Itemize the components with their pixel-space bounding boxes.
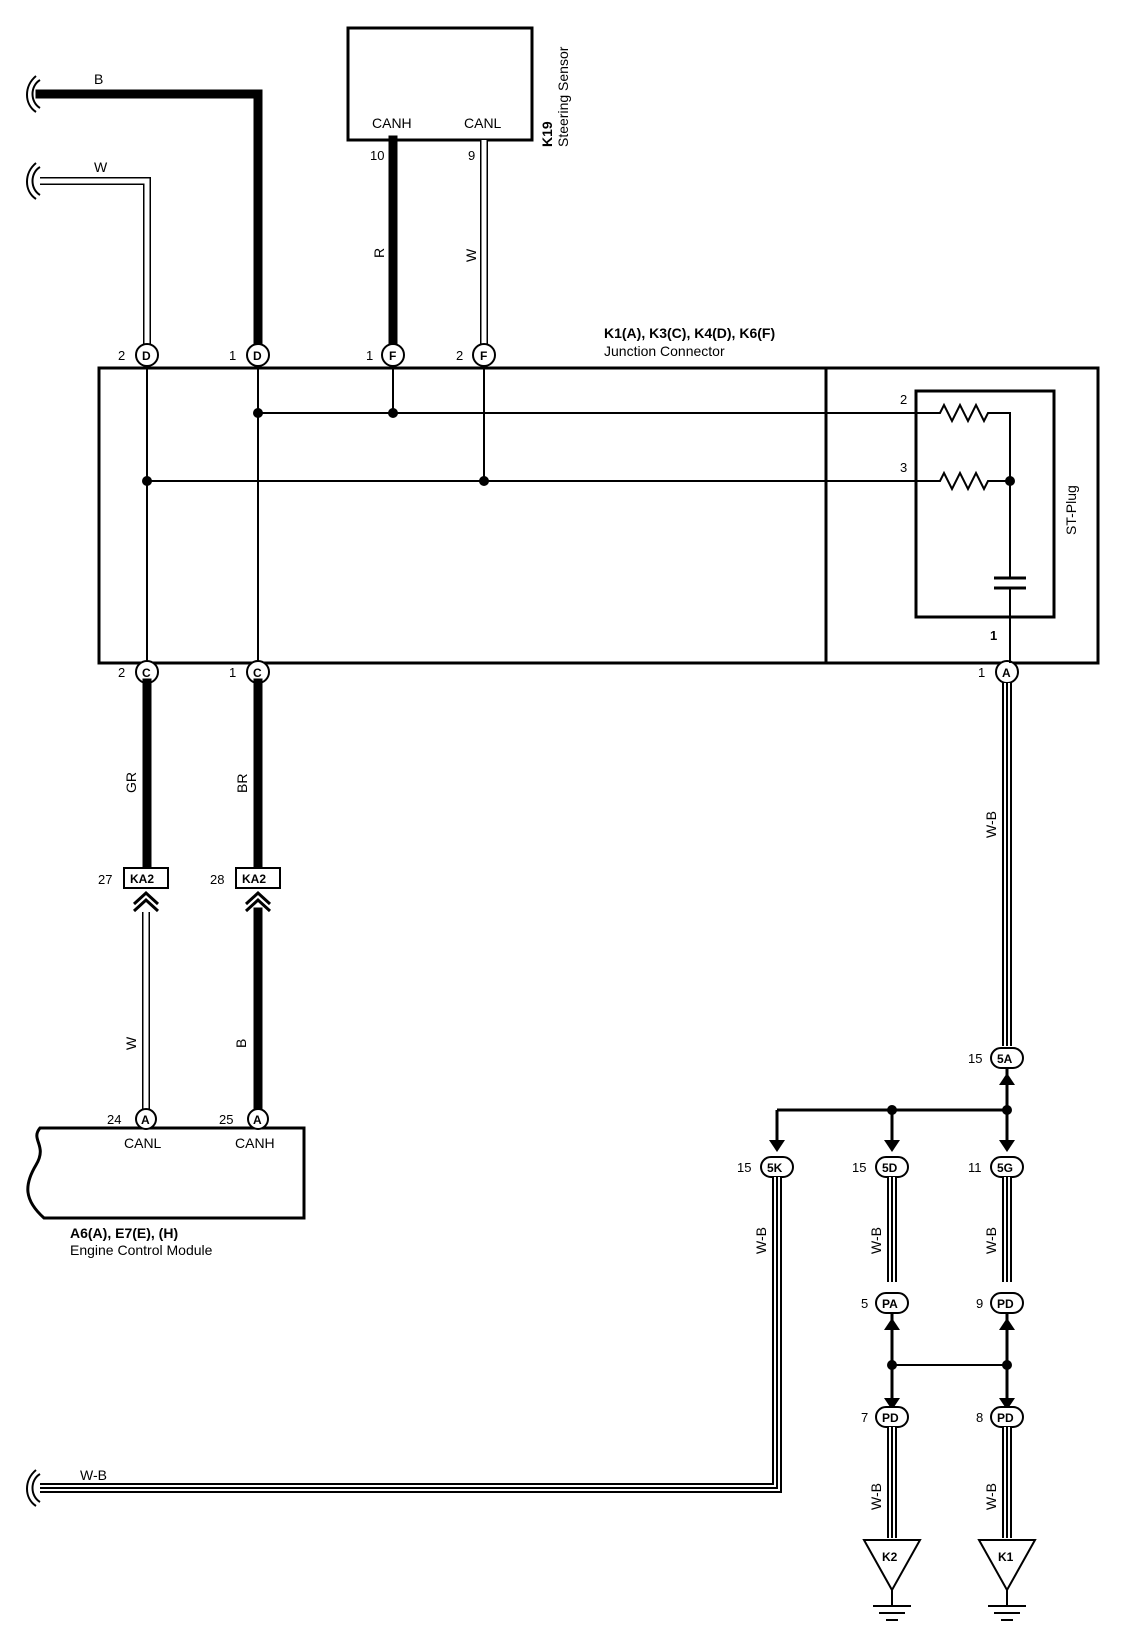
cpd8-name: PD (997, 1411, 1014, 1425)
wire-color-wb-pd8: W-B (983, 1483, 999, 1510)
connector-pd-7: 7 PD (861, 1406, 909, 1428)
connector-5a: 15 5A (968, 1047, 1024, 1069)
ground-k2: K2 (862, 1539, 922, 1621)
wire-color-w-top: W (94, 159, 108, 175)
ecm-pin-canh-number: 25 (219, 1112, 233, 1127)
connector-5g: 11 5G (968, 1156, 1024, 1178)
junction-top-pin-2-letter: D (253, 349, 262, 363)
cpa-pin-number: 5 (861, 1296, 868, 1311)
wire-color-r: R (371, 248, 387, 258)
connector-ka2-left: 27 KA2 (98, 867, 169, 913)
wire-wb-5k (26, 1177, 782, 1507)
ka2-right-pin-number: 28 (210, 872, 224, 887)
connector-5d: 15 5D (852, 1156, 909, 1178)
connector-ka2-right: 28 KA2 (210, 867, 281, 913)
steering-sensor-name: Steering Sensor (555, 46, 571, 147)
ka2-left-name: KA2 (130, 872, 154, 886)
wire-color-b-top: B (94, 71, 103, 87)
c5g-pin-number: 11 (968, 1160, 982, 1175)
junction-name: Junction Connector (604, 343, 725, 359)
junction-bottom-pin-2-letter: C (253, 666, 262, 680)
c5k-pin-number: 15 (737, 1160, 751, 1175)
st-plug: ST-Plug 2 3 1 (900, 389, 1079, 663)
connector-pd-8: 8 PD (976, 1406, 1024, 1428)
wire-color-b-ecm: B (233, 1039, 249, 1048)
cpd9-name: PD (997, 1297, 1014, 1311)
c5d-pin-number: 15 (852, 1160, 866, 1175)
junction-bottom-pin-1-letter: C (142, 666, 151, 680)
wire-color-wb-pd7: W-B (868, 1483, 884, 1510)
junction-top-pin-3-letter: F (389, 349, 396, 363)
junction-top-pin-4-number: 2 (456, 348, 463, 363)
wire-color-wb-right: W-B (983, 811, 999, 838)
steering-pin-canh-number: 10 (370, 148, 384, 163)
c5a-name: 5A (997, 1052, 1013, 1066)
junction-bottom-pin-3-number: 1 (978, 665, 985, 680)
steering-canl-label: CANL (464, 115, 502, 131)
junction-top-pin-1-letter: D (142, 349, 151, 363)
steering-pin-canl-number: 9 (468, 148, 475, 163)
c5d-name: 5D (882, 1161, 898, 1175)
cpa-name: PA (882, 1297, 898, 1311)
junction-bottom-pin-1-number: 2 (118, 665, 125, 680)
steering-sensor: CANH CANL K19 Steering Sensor 10 9 (346, 26, 571, 163)
cpd7-name: PD (882, 1411, 899, 1425)
st-plug-pin-1: 1 (990, 628, 997, 643)
wire-color-gr: GR (123, 772, 139, 793)
st-plug-name: ST-Plug (1063, 485, 1079, 535)
junction-codes: K1(A), K3(C), K4(D), K6(F) (604, 325, 775, 341)
junction-top-pin-3-number: 1 (366, 348, 373, 363)
cpd9-pin-number: 9 (976, 1296, 983, 1311)
junction-top-pin-1-number: 2 (118, 348, 125, 363)
st-plug-pin-2: 2 (900, 392, 907, 407)
steering-canh-label: CANH (372, 115, 412, 131)
cpd7-pin-number: 7 (861, 1410, 868, 1425)
ecm-codes: A6(A), E7(E), (H) (70, 1225, 178, 1241)
ecm-pin-canh-letter: A (253, 1113, 262, 1127)
connector-pd-9: 9 PD (976, 1292, 1024, 1314)
wire-color-wb-5d: W-B (868, 1227, 884, 1254)
c5g-name: 5G (997, 1161, 1013, 1175)
ka2-right-name: KA2 (242, 872, 266, 886)
connector-pa: 5 PA (861, 1292, 909, 1314)
wire-b-top: B (26, 71, 263, 351)
wire-color-w-sensor: W (463, 248, 479, 262)
wire-color-w-ecm: W (123, 1036, 139, 1050)
ground-k2-label: K2 (882, 1550, 898, 1564)
ground-k1: K1 (977, 1539, 1037, 1621)
wire-color-wb-5g: W-B (983, 1227, 999, 1254)
steering-sensor-code: K19 (539, 121, 555, 147)
wire-color-br: BR (234, 774, 250, 793)
ecm-pin-canl-letter: A (141, 1113, 150, 1127)
ecm-canh-label: CANH (235, 1135, 275, 1151)
wire-color-wb-5k: W-B (753, 1227, 769, 1254)
junction-top-pin-2-number: 1 (229, 348, 236, 363)
cpd8-pin-number: 8 (976, 1410, 983, 1425)
ground-k1-label: K1 (998, 1550, 1014, 1564)
connector-5k: 15 5K (737, 1156, 794, 1178)
junction-bottom-pin-2-number: 1 (229, 665, 236, 680)
junction-connector: K1(A), K3(C), K4(D), K6(F) Junction Conn… (97, 325, 1100, 684)
ecm-canl-label: CANL (124, 1135, 162, 1151)
junction-top-pin-4-letter: F (480, 349, 487, 363)
junction-bottom-pin-3-letter: A (1002, 666, 1011, 680)
wire-color-wb-bottom: W-B (80, 1467, 107, 1483)
wire-w-top: W (26, 159, 151, 346)
c5a-pin-number: 15 (968, 1051, 982, 1066)
engine-control-module: 24 A 25 A CANL CANH A6(A), E7(E), (H) En… (26, 1108, 306, 1258)
ecm-name: Engine Control Module (70, 1242, 213, 1258)
c5k-name: 5K (767, 1161, 783, 1175)
ka2-left-pin-number: 27 (98, 872, 112, 887)
ecm-pin-canl-number: 24 (107, 1112, 121, 1127)
st-plug-pin-3: 3 (900, 460, 907, 475)
